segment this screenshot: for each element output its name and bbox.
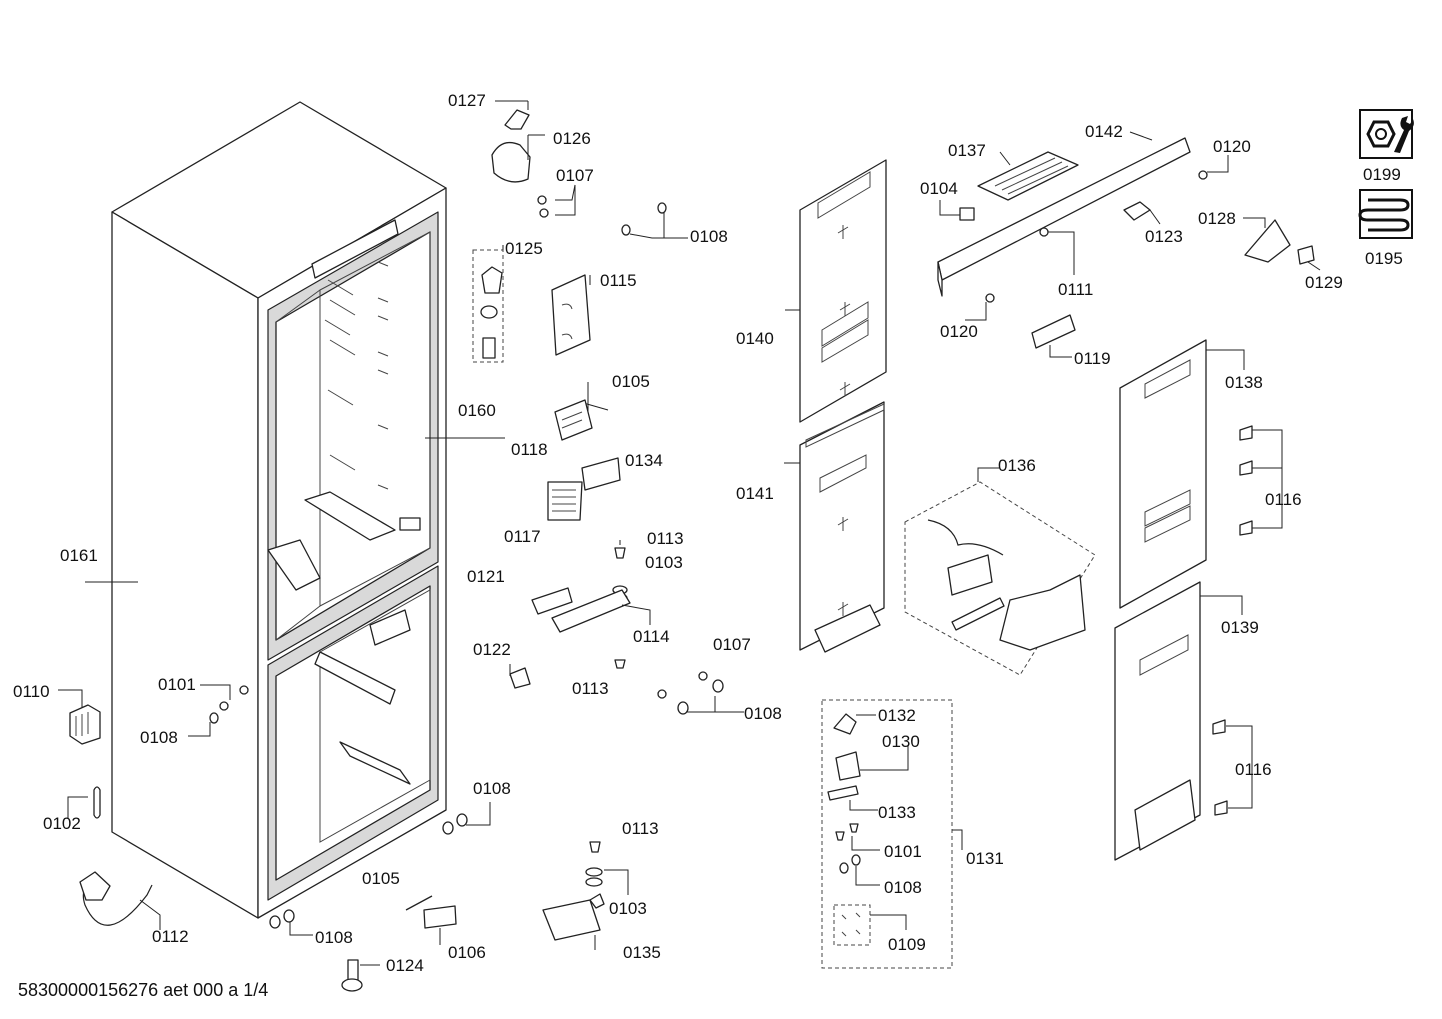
callout-0107: 0107 — [556, 166, 594, 185]
callout-0105: 0105 — [362, 869, 400, 888]
callout-0122: 0122 — [473, 640, 511, 659]
callout-0139: 0139 — [1221, 618, 1259, 637]
cabinet-body — [85, 101, 505, 919]
callout-0112: 0112 — [152, 927, 189, 946]
callout-0103: 0103 — [609, 899, 647, 918]
callout-0195: 0195 — [1365, 249, 1403, 268]
callout-0128: 0128 — [1198, 209, 1236, 228]
callout-0135: 0135 — [623, 943, 661, 962]
callout-0133: 0133 — [878, 803, 916, 822]
callout-0110: 0110 — [13, 682, 50, 701]
spare-parts-kit — [821, 699, 963, 969]
parts-column-right — [904, 131, 1321, 676]
callout-0137: 0137 — [948, 141, 986, 160]
callout-0108: 0108 — [744, 704, 782, 723]
callout-0129: 0129 — [1305, 273, 1343, 292]
condenser-coil-icon — [1358, 189, 1413, 239]
callout-0101: 0101 — [158, 675, 196, 694]
callout-0119: 0119 — [1074, 349, 1111, 368]
parts-column-left — [58, 684, 249, 930]
part-callout-labels: 0127 0126 0107 0108 0125 0115 0105 0160 … — [13, 91, 1403, 975]
callout-0140: 0140 — [736, 329, 774, 348]
callout-0141: 0141 — [736, 484, 774, 503]
callout-0105: 0105 — [612, 372, 650, 391]
callout-0108: 0108 — [140, 728, 178, 747]
callout-0123: 0123 — [1145, 227, 1183, 246]
callout-0117: 0117 — [504, 527, 541, 546]
callout-0113: 0113 — [572, 679, 609, 698]
callout-0130: 0130 — [882, 732, 920, 751]
callout-0106: 0106 — [448, 943, 486, 962]
callout-0124: 0124 — [386, 956, 424, 975]
callout-0125: 0125 — [505, 239, 543, 258]
callout-0107: 0107 — [713, 635, 751, 654]
callout-0142: 0142 — [1085, 122, 1123, 141]
callout-0108: 0108 — [690, 227, 728, 246]
callout-0138: 0138 — [1225, 373, 1263, 392]
wrench-nut-icon — [1359, 109, 1414, 159]
door-hinge-pins — [1212, 425, 1283, 816]
callout-0118: 0118 — [511, 440, 548, 459]
callout-0160: 0160 — [458, 401, 496, 420]
callout-0113: 0113 — [622, 819, 659, 838]
callout-0132: 0132 — [878, 706, 916, 725]
callout-0121: 0121 — [467, 567, 505, 586]
callout-0120: 0120 — [940, 322, 978, 341]
callout-0114: 0114 — [633, 627, 670, 646]
callout-0161: 0161 — [60, 546, 98, 565]
callout-0111: 0111 — [1058, 280, 1093, 299]
document-id: 58300000156276 aet 000 a 1/4 — [18, 980, 269, 1000]
callout-0108: 0108 — [473, 779, 511, 798]
parts-column-center — [269, 100, 744, 992]
callout-0104: 0104 — [920, 179, 958, 198]
callout-0116: 0116 — [1235, 760, 1272, 779]
callout-0102: 0102 — [43, 814, 81, 833]
callout-0109: 0109 — [888, 935, 926, 954]
callout-0120: 0120 — [1213, 137, 1251, 156]
callout-0126: 0126 — [553, 129, 591, 148]
callout-0116: 0116 — [1265, 490, 1302, 509]
callout-0113: 0113 — [647, 529, 684, 548]
callout-0199: 0199 — [1363, 165, 1401, 184]
callout-0108: 0108 — [315, 928, 353, 947]
callout-0127: 0127 — [448, 91, 486, 110]
callout-0131: 0131 — [966, 849, 1004, 868]
callout-0103: 0103 — [645, 553, 683, 572]
doors-center — [784, 159, 1245, 861]
callout-0101: 0101 — [884, 842, 922, 861]
callout-0115: 0115 — [600, 271, 637, 290]
callout-0134: 0134 — [625, 451, 663, 470]
callout-0136: 0136 — [998, 456, 1036, 475]
callout-0108: 0108 — [884, 878, 922, 897]
